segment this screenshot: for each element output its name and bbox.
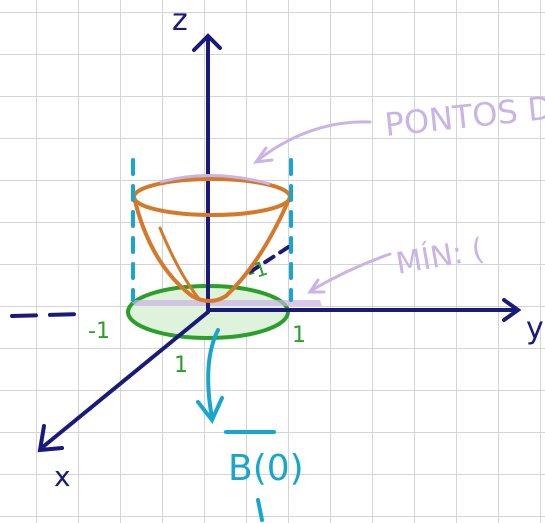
x-back-dash [248, 244, 292, 274]
y-arrowhead [502, 298, 522, 322]
note-min: MÍN: ( [393, 231, 486, 282]
domain-label: B(0) [228, 448, 304, 489]
axis-y-label: y [526, 311, 544, 346]
axis-z-label: z [172, 3, 188, 38]
axes [10, 33, 522, 453]
annotation-arrows [252, 120, 392, 294]
z-arrowhead [192, 33, 222, 52]
x-arrowhead [37, 424, 64, 453]
paraboloid [132, 177, 292, 303]
x-axis [42, 310, 210, 448]
projection-lines [131, 158, 293, 424]
projection-arrow [206, 328, 220, 420]
tick-label-neg-y: -1 [88, 319, 110, 344]
note-pontos-de: PONTOS DE [383, 86, 545, 143]
tick-label-x: 1 [174, 353, 188, 378]
domain-label-tail [256, 498, 264, 522]
rim-highlight [159, 173, 271, 186]
y-axis-negative [10, 312, 84, 318]
axis-x-label: x [54, 460, 71, 493]
tick-label-pos-y: 1 [292, 323, 306, 348]
minimum-highlight [130, 300, 322, 306]
